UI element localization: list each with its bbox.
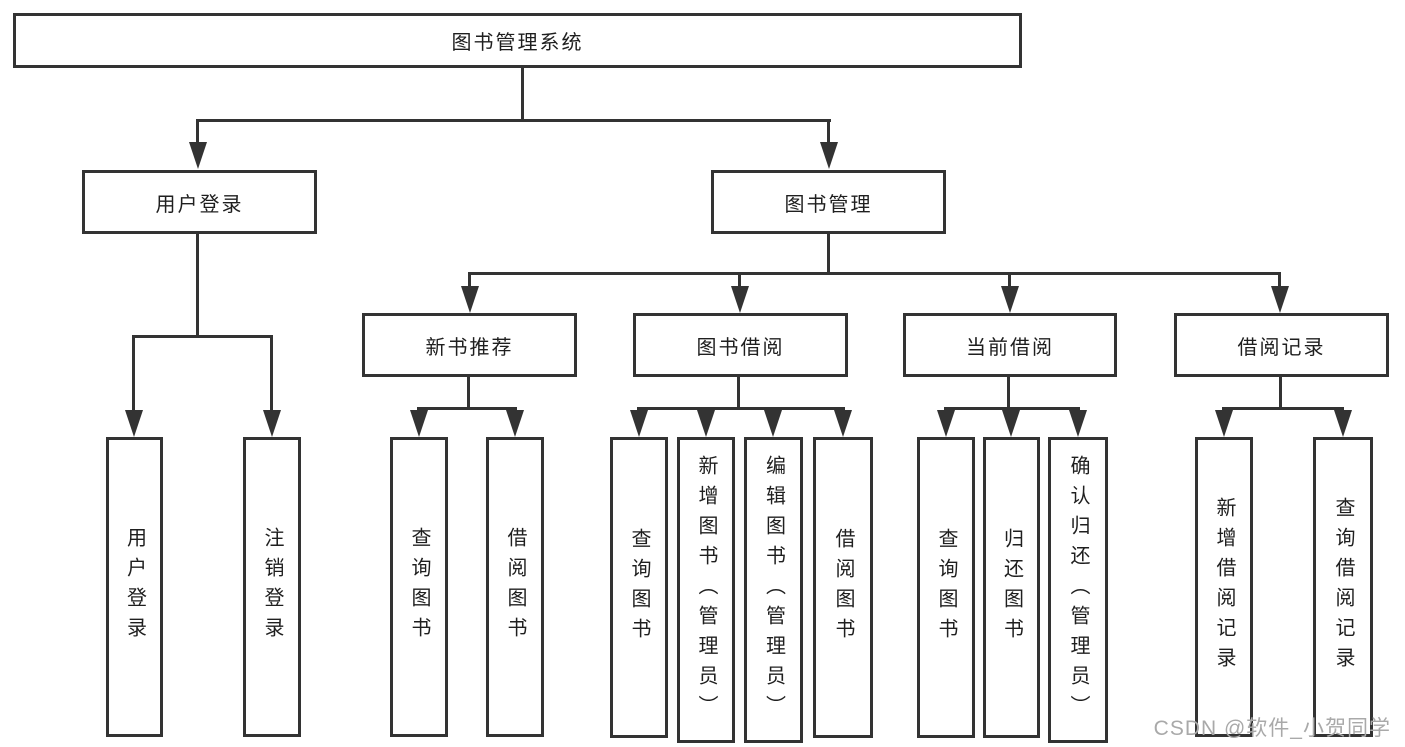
arrowhead-icon: [125, 410, 143, 437]
arrowhead-icon: [461, 286, 479, 313]
connector-new-book-stem: [467, 377, 470, 410]
node-current-borrowing: 当前借阅: [903, 313, 1117, 377]
arrowhead-icon: [630, 410, 648, 437]
arrowhead-icon: [697, 410, 715, 437]
arrowhead-icon: [189, 142, 207, 169]
leaf-label: 查询图书: [408, 527, 430, 647]
leaf-label: 查询图书: [935, 527, 957, 648]
leaf-borrow-books-borrowing: 借阅图书: [813, 437, 873, 738]
leaf-logout: 注销登录: [243, 437, 301, 737]
connector-new-book-rail: [417, 407, 517, 410]
leaf-query-books-current: 查询图书: [917, 437, 975, 738]
leaf-user-login: 用户登录: [106, 437, 163, 737]
leaf-label: 注销登录: [261, 527, 283, 647]
connector-user-login-rail: [132, 335, 273, 338]
connector-book-management-stem: [827, 234, 830, 275]
connector-level3-rail: [468, 272, 1281, 275]
connector-root-stem: [521, 68, 524, 119]
leaf-edit-book-admin: 编辑图书（管理员）: [744, 437, 803, 743]
leaf-label: 借阅图书: [832, 527, 854, 648]
leaf-label: 归还图书: [1000, 527, 1023, 648]
leaf-label: 确认归还（管理员）: [1067, 455, 1089, 725]
connector-borrowing-records-rail: [1222, 407, 1344, 410]
connector-drop-level3: [738, 272, 741, 288]
connector-level2-rail: [196, 119, 831, 122]
arrowhead-icon: [263, 410, 281, 437]
arrowhead-icon: [764, 410, 782, 437]
leaf-label: 查询图书: [628, 527, 650, 648]
arrowhead-icon: [1069, 410, 1087, 437]
connector-drop-leaf: [270, 335, 273, 411]
arrowhead-icon: [410, 410, 428, 437]
leaf-confirm-return-admin: 确认归还（管理员）: [1048, 437, 1108, 743]
leaf-add-borrow-record: 新增借阅记录: [1195, 437, 1253, 737]
arrowhead-icon: [1002, 410, 1020, 437]
connector-drop-user-login: [196, 119, 199, 143]
node-book-management: 图书管理: [711, 170, 946, 234]
watermark-text: CSDN @软件_小贺同学: [1153, 717, 1391, 740]
leaf-label: 查询借阅记录: [1332, 497, 1354, 677]
arrowhead-icon: [820, 142, 838, 169]
connector-borrowing-records-stem: [1279, 377, 1282, 410]
arrowhead-icon: [1001, 286, 1019, 313]
arrowhead-icon: [1271, 286, 1289, 313]
arrowhead-icon: [1334, 410, 1352, 437]
leaf-query-borrow-record: 查询借阅记录: [1313, 437, 1373, 737]
leaf-add-book-admin: 新增图书（管理员）: [677, 437, 735, 743]
node-label: 图书管理系统: [451, 32, 584, 54]
node-label: 图书借阅: [696, 336, 785, 359]
leaf-return-books: 归还图书: [983, 437, 1040, 738]
node-label: 新书推荐: [425, 336, 514, 359]
arrowhead-icon: [1215, 410, 1233, 437]
leaf-query-books-borrowing: 查询图书: [610, 437, 668, 738]
connector-book-borrowing-rail: [637, 407, 845, 410]
connector-drop-level3: [1278, 272, 1281, 288]
connector-drop-level3: [1008, 272, 1011, 288]
connector-current-borrowing-stem: [1007, 377, 1010, 410]
arrowhead-icon: [731, 286, 749, 313]
leaf-label: 新增借阅记录: [1213, 497, 1235, 677]
connector-user-login-stem: [196, 234, 199, 335]
leaf-label: 用户登录: [123, 527, 146, 647]
arrowhead-icon: [834, 410, 852, 437]
node-user-login-group: 用户登录: [82, 170, 317, 234]
arrowhead-icon: [506, 410, 524, 437]
node-new-book-recommendation: 新书推荐: [362, 313, 577, 377]
node-book-management-system: 图书管理系统: [13, 13, 1022, 68]
leaf-borrow-books-recommend: 借阅图书: [486, 437, 544, 737]
leaf-label: 借阅图书: [504, 527, 526, 647]
leaf-query-books-recommend: 查询图书: [390, 437, 448, 737]
leaf-label: 新增图书（管理员）: [695, 455, 717, 725]
node-label: 图书管理: [784, 193, 873, 216]
arrowhead-icon: [937, 410, 955, 437]
leaf-label: 编辑图书（管理员）: [762, 455, 785, 725]
node-label: 用户登录: [155, 193, 244, 216]
connector-book-borrowing-stem: [737, 377, 740, 410]
connector-current-borrowing-rail: [944, 407, 1080, 410]
node-book-borrowing: 图书借阅: [633, 313, 848, 377]
node-borrowing-records: 借阅记录: [1174, 313, 1389, 377]
connector-drop-level3: [468, 272, 471, 288]
node-label: 借阅记录: [1237, 336, 1326, 359]
connector-drop-leaf: [132, 335, 135, 411]
node-label: 当前借阅: [966, 336, 1054, 359]
connector-drop-book-management: [827, 119, 830, 143]
